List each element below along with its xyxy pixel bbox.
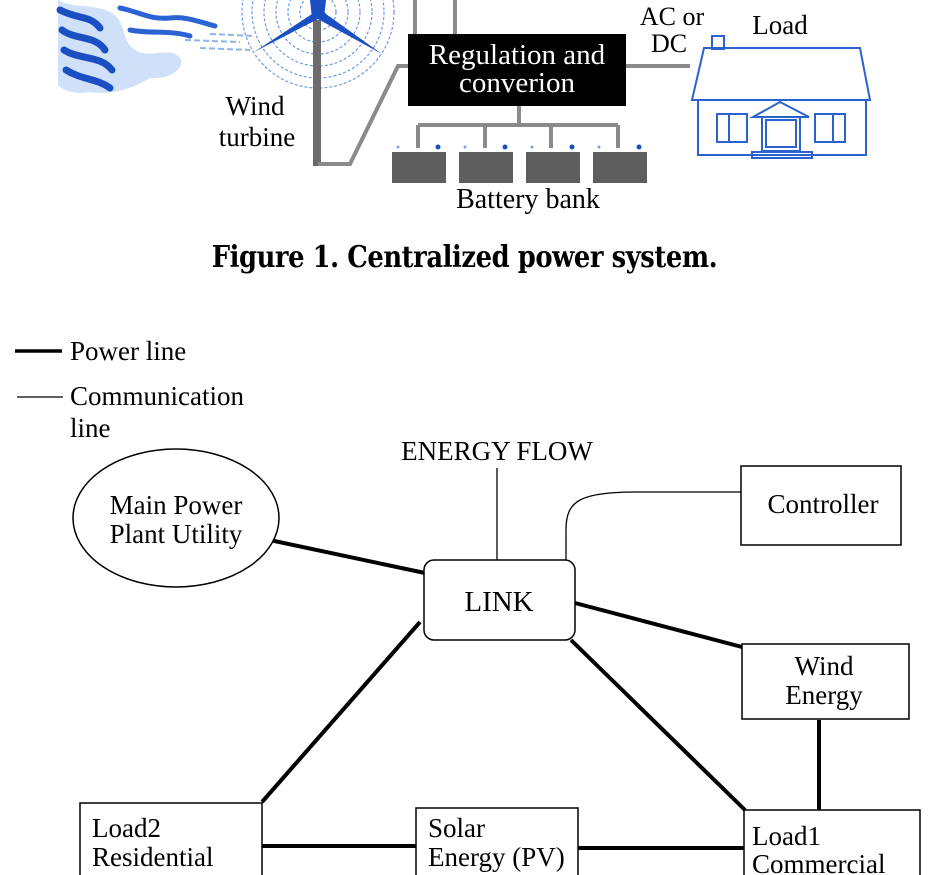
link-to-wind-line [574,601,743,649]
link-label: LINK [464,586,533,618]
battery-bank [392,144,647,183]
battery [526,144,580,183]
wind-cloud-graphic [56,0,256,93]
battery [459,144,513,183]
wind-turbine-label-2: turbine [219,122,295,152]
utility-to-link-line [264,537,426,575]
node-load2-residential: Load2 Residential [79,802,263,875]
node-solar-energy: Solar Energy (PV) [415,807,579,875]
solar-label-2: Energy (PV) [428,842,565,872]
node-link: LINK [423,559,576,641]
controller-connector [565,491,741,560]
wiring [318,0,690,166]
battery [392,144,446,183]
link-to-load2-line [260,620,422,804]
main-power-label-1: Main Power [110,490,243,520]
house-load-icon [690,35,872,159]
load2-label-1: Load2 [92,813,161,843]
power-lines [260,537,821,850]
legend-communication-line-2: line [70,413,111,443]
load2-label-2: Residential [92,842,213,872]
node-wind-energy: Wind Energy [741,643,910,720]
legend-communication-line-1: Communication [70,381,244,411]
wind-energy-label-2: Energy [785,680,863,710]
node-load1-commercial: Load1 Commercial [743,809,921,875]
node-main-power-plant: Main Power Plant Utility [72,448,280,588]
energy-flow-label: ENERGY FLOW [401,436,593,466]
legend-power-line: Power line [70,336,186,366]
load1-label-2: Commercial [752,849,885,875]
wind-turbine-label-1: Wind [226,91,285,121]
main-power-label-2: Plant Utility [110,519,243,549]
legend: Power line Communication line [15,336,244,443]
regulation-label-2: converion [459,67,575,99]
load-label: Load [752,10,808,40]
figure1-labels: Wind turbine AC or DC Load Battery bank [219,2,808,215]
regulation-label-1: Regulation and [429,39,606,71]
controller-label: Controller [768,489,879,519]
communication-lines [496,468,741,560]
regulation-conversion-box: Regulation and converion [408,34,626,106]
ac-dc-label-2: DC [651,29,687,58]
battery-bank-label: Battery bank [456,184,600,215]
node-controller: Controller [740,465,902,546]
battery [593,144,647,183]
link-to-load1-line [569,638,747,812]
figure1-caption: Figure 1. Centralized power system. [211,240,718,275]
wind-turbine-graphic [241,0,395,166]
wind-energy-label-1: Wind [795,651,854,681]
solar-label-1: Solar [428,813,485,843]
ac-dc-label-1: AC or [640,2,705,31]
load1-label-1: Load1 [752,821,821,851]
